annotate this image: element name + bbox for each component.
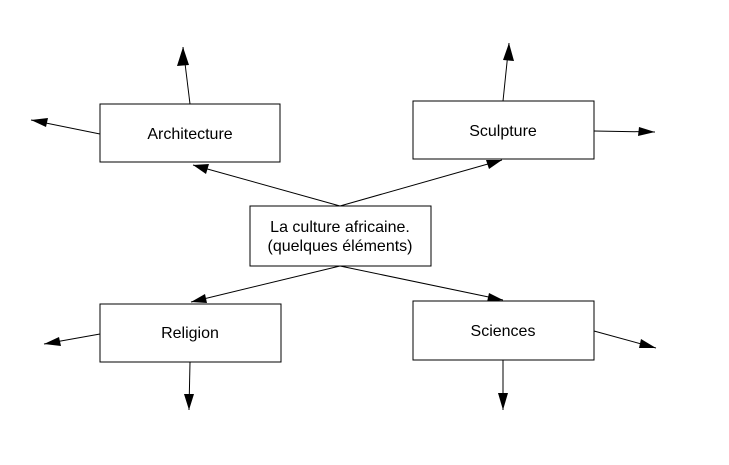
node-sculpture-box bbox=[412, 100, 595, 160]
node-sciences-box bbox=[412, 300, 595, 361]
arrowhead-sculpture-up bbox=[503, 43, 514, 61]
node-sciences-label: Sciences bbox=[471, 323, 536, 340]
arrowhead-architecture-up bbox=[177, 47, 189, 66]
arrowhead-to-sculpture bbox=[486, 160, 502, 169]
arrowhead-sciences-down bbox=[498, 393, 508, 410]
node-center-line1: La culture africaine. bbox=[270, 219, 410, 236]
node-religion-label: Religion bbox=[161, 325, 219, 342]
node-sciences: Sciences bbox=[412, 300, 595, 361]
connector-center-architecture bbox=[192, 164, 341, 207]
node-architecture: Architecture bbox=[99, 103, 281, 163]
arrowhead-to-architecture bbox=[193, 164, 209, 174]
node-architecture-label: Architecture bbox=[147, 126, 232, 143]
arrowhead-sculpture-right bbox=[638, 127, 655, 136]
connector-center-religion bbox=[190, 265, 341, 303]
node-religion-box bbox=[99, 303, 282, 363]
arrowhead-religion-down bbox=[184, 394, 194, 410]
arrowheads bbox=[31, 43, 656, 410]
arrowhead-sciences-right bbox=[639, 339, 656, 348]
arrowhead-religion-left bbox=[44, 337, 61, 346]
arrowhead-architecture-left bbox=[31, 118, 48, 127]
node-sculpture-label: Sculpture bbox=[469, 123, 537, 140]
node-architecture-box bbox=[99, 103, 281, 163]
node-center-box bbox=[249, 205, 432, 267]
node-center-line2: (quelques éléments) bbox=[268, 238, 413, 255]
arrowhead-to-religion bbox=[191, 294, 207, 303]
connector-center-sculpture bbox=[339, 159, 503, 207]
connectors bbox=[30, 42, 657, 411]
node-sculpture: Sculpture bbox=[412, 100, 595, 160]
connector-center-sciences bbox=[339, 265, 504, 301]
node-religion: Religion bbox=[99, 303, 282, 363]
arrowhead-to-sciences bbox=[487, 293, 503, 302]
node-center: La culture africaine. (quelques éléments… bbox=[249, 205, 432, 267]
